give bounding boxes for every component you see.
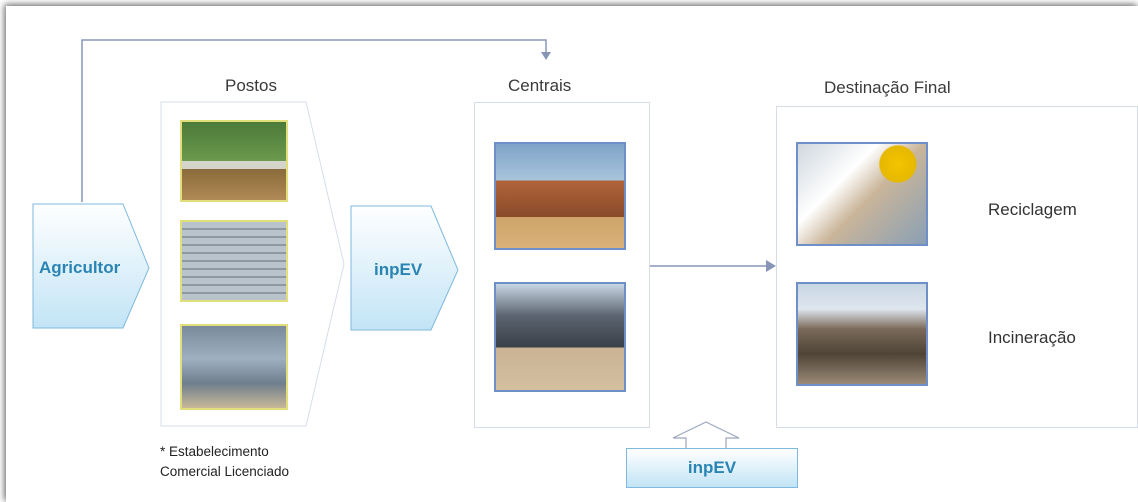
postos-heading: Postos <box>225 76 277 95</box>
inpev-bottom-label: inpEV <box>687 458 737 477</box>
central-photo-1 <box>494 142 626 250</box>
incineracao-label: Incineração <box>988 328 1076 347</box>
central-photo-2 <box>494 282 626 392</box>
inpev-middle-label: inpEV <box>374 260 423 279</box>
diagram-frame: Postos Centrais Destinação Final Agricul… <box>6 6 1138 502</box>
reciclagem-photo <box>796 142 928 246</box>
posto-photo-2 <box>180 220 288 302</box>
footnote: * Estabelecimento Comercial Licenciado <box>160 442 289 482</box>
agricultor-to-centrais-line <box>81 39 547 202</box>
footnote-line-1: * Estabelecimento <box>160 444 269 459</box>
agricultor-label: Agricultor <box>39 258 121 277</box>
incineracao-photo <box>796 282 928 386</box>
posto-photo-1 <box>180 120 288 202</box>
footnote-line-2: Comercial Licenciado <box>160 464 290 479</box>
arrow-right-icon <box>766 260 776 272</box>
destinacao-heading: Destinação Final <box>824 78 951 97</box>
arrow-down-icon <box>541 52 551 60</box>
centrais-heading: Centrais <box>508 76 572 95</box>
inpev-bottom-box: inpEV <box>626 448 798 488</box>
reciclagem-label: Reciclagem <box>988 200 1077 219</box>
inpev-middle-chevron <box>350 205 459 331</box>
posto-photo-3 <box>180 324 288 410</box>
arrow-up-outline-icon <box>672 421 740 449</box>
agricultor-chevron <box>32 203 150 329</box>
